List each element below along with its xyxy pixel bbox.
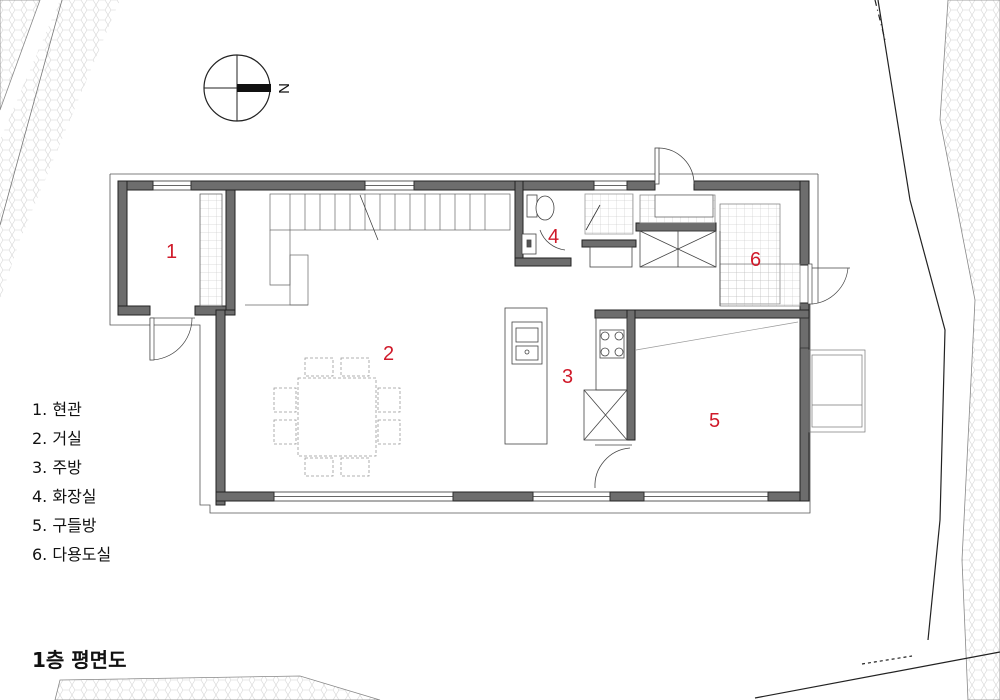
legend-item-utility-room: 6. 다용도실 bbox=[32, 545, 112, 564]
legend-item-ondol-room: 5. 구들방 bbox=[32, 516, 97, 535]
room-numbers: 1 2 3 4 5 6 bbox=[166, 226, 761, 432]
kitchen-fixtures bbox=[504, 307, 632, 489]
legend-item-kitchen: 3. 주방 bbox=[32, 458, 82, 477]
walls bbox=[117, 180, 810, 506]
drawing-title: 1층 평면도 bbox=[32, 648, 127, 672]
legend-item-entrance: 1. 현관 bbox=[32, 400, 82, 419]
room-number-3: 3 bbox=[562, 366, 573, 388]
staircase bbox=[245, 193, 511, 306]
legend-item-bathroom: 4. 화장실 bbox=[32, 487, 97, 506]
room-number-5: 5 bbox=[709, 410, 720, 432]
dining-table bbox=[273, 357, 401, 477]
building-outline bbox=[109, 173, 819, 514]
utility-door-top bbox=[639, 147, 717, 268]
legend-item-living-room: 2. 거실 bbox=[32, 429, 82, 448]
utility-room bbox=[719, 203, 850, 307]
room-number-2: 2 bbox=[383, 343, 394, 365]
room-legend: 1. 현관 2. 거실 3. 주방 4. 화장실 5. 구들방 6. 다용도실 bbox=[32, 400, 111, 574]
room-number-1: 1 bbox=[166, 241, 177, 263]
entrance-details bbox=[149, 193, 223, 361]
compass-north-label: N bbox=[275, 83, 292, 94]
deck bbox=[635, 321, 866, 433]
windows bbox=[152, 180, 810, 502]
room-number-4: 4 bbox=[548, 226, 559, 248]
bathroom-fixtures bbox=[521, 193, 634, 268]
room-number-6: 6 bbox=[750, 249, 761, 271]
site-boundary bbox=[754, 0, 1000, 699]
compass-icon bbox=[203, 54, 271, 122]
